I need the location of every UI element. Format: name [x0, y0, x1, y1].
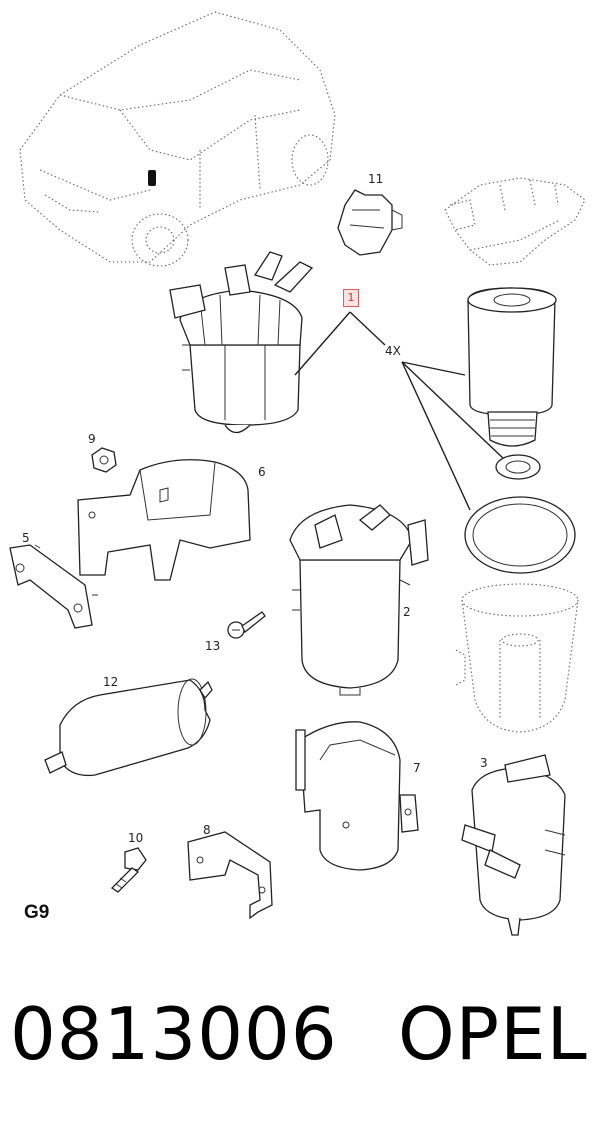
part-6-bracket: [77, 459, 251, 581]
part-5-plate: [9, 544, 98, 629]
part-2-filter-housing: [289, 504, 429, 696]
callout-5: 5: [22, 531, 30, 545]
page-code: G9: [24, 902, 50, 923]
part-3-filter-unit: [461, 754, 566, 936]
callout-12: 12: [103, 675, 119, 689]
callout-7: 7: [413, 761, 421, 775]
callout-6: 6: [258, 465, 266, 479]
callout-1: 1: [343, 289, 359, 307]
large-o-ring: [464, 496, 576, 574]
part-7-bracket: [295, 721, 419, 871]
part-number: 0813006: [10, 992, 338, 1076]
part-10-bolt: [110, 847, 147, 893]
quantity-label: 4X: [385, 344, 401, 358]
callout-10: 10: [128, 831, 144, 845]
filter-cartridge: [467, 287, 557, 447]
callout-8: 8: [203, 823, 211, 837]
filter-head-reference: [444, 177, 586, 266]
callout-2: 2: [403, 605, 411, 619]
brand-name: OPEL: [398, 992, 588, 1076]
part-11-clip: [337, 189, 403, 256]
part-13-screw: [227, 611, 266, 639]
part-1-fuel-filter-assembly: [169, 251, 314, 434]
callout-13: 13: [205, 639, 221, 653]
callout-3: 3: [480, 756, 488, 770]
callout-9: 9: [88, 432, 96, 446]
part-9-nut: [91, 447, 117, 473]
vehicle-outline: [19, 11, 336, 267]
filter-bowl-reference: [455, 583, 579, 733]
part-12-inline-filter: [44, 678, 213, 777]
callout-1-leaders: [294, 311, 506, 511]
callout-11: 11: [368, 172, 384, 186]
part-8-bracket: [187, 831, 273, 920]
filter-location-marker: [148, 170, 156, 186]
small-seal-ring: [495, 454, 541, 480]
diagram-drawing: [9, 11, 586, 936]
